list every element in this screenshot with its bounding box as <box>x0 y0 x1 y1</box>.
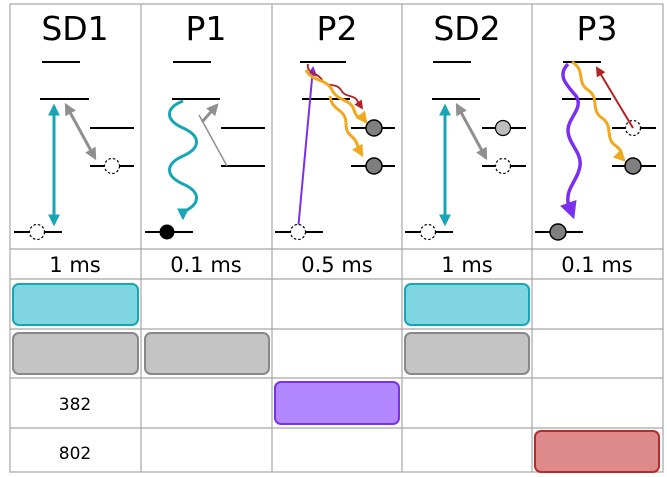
ion-state-empty-icon <box>103 157 121 175</box>
pulse-1079-sd2 <box>404 332 530 375</box>
ion-state-empty-icon <box>289 223 307 241</box>
orange-decay-wave <box>304 69 368 124</box>
red-excitation-arrow <box>595 66 634 129</box>
laser-label-382: 382 <box>59 395 91 415</box>
column-title-sd1: SD1 <box>41 9 108 48</box>
pulse-468-sd2 <box>404 283 530 326</box>
cyan-decay-wave <box>168 99 198 221</box>
ion-state-gray-icon <box>365 119 383 137</box>
column-title-p2: P2 <box>317 9 358 48</box>
pulse-468-sd1 <box>12 283 139 326</box>
gray-decay-line <box>198 114 228 167</box>
duration-p3: 0.1 ms <box>561 253 632 277</box>
duration-sd2: 1 ms <box>441 253 492 277</box>
gray-repump-arrow <box>64 102 97 161</box>
gray-repump-arrow <box>455 102 488 161</box>
gray-pump-arrow <box>200 103 219 123</box>
ion-state-filled-icon <box>159 224 175 240</box>
duration-sd1: 1 ms <box>49 253 100 277</box>
grid-lines <box>9 3 664 473</box>
level-diagram-p1 <box>145 61 265 233</box>
ion-state-gray-icon <box>624 157 642 175</box>
purple-decay-wave <box>560 62 582 220</box>
orange-decay-wave <box>328 95 364 158</box>
column-title-p3: P3 <box>577 9 618 48</box>
level-diagram-p3 <box>535 61 656 233</box>
ion-state-empty-icon <box>28 223 46 241</box>
laser-label-802: 802 <box>59 444 91 464</box>
column-title-p1: P1 <box>186 9 227 48</box>
orange-decay-wave <box>571 60 626 162</box>
ion-state-empty-icon <box>494 157 512 175</box>
column-title-sd2: SD2 <box>433 9 500 48</box>
level-diagram-p2 <box>275 61 395 233</box>
pulse-802-p3 <box>534 430 660 473</box>
duration-p1: 0.1 ms <box>170 253 241 277</box>
duration-p2: 0.5 ms <box>301 253 372 277</box>
pulse-382-p2 <box>274 381 400 425</box>
pulse-1079-sd1 <box>12 332 139 375</box>
laser-pulse-boxes <box>12 283 660 473</box>
ion-state-light-gray-icon <box>494 119 512 137</box>
level-diagram-sd2 <box>405 61 526 233</box>
ion-state-gray-icon <box>549 223 567 241</box>
purple-excitation-arrow <box>297 66 318 231</box>
level-diagram-sd1 <box>14 61 134 233</box>
pulse-1079-p1 <box>144 332 270 375</box>
ion-state-empty-icon <box>419 223 437 241</box>
ion-state-gray-icon <box>365 157 383 175</box>
red-decay-wave <box>306 63 363 110</box>
